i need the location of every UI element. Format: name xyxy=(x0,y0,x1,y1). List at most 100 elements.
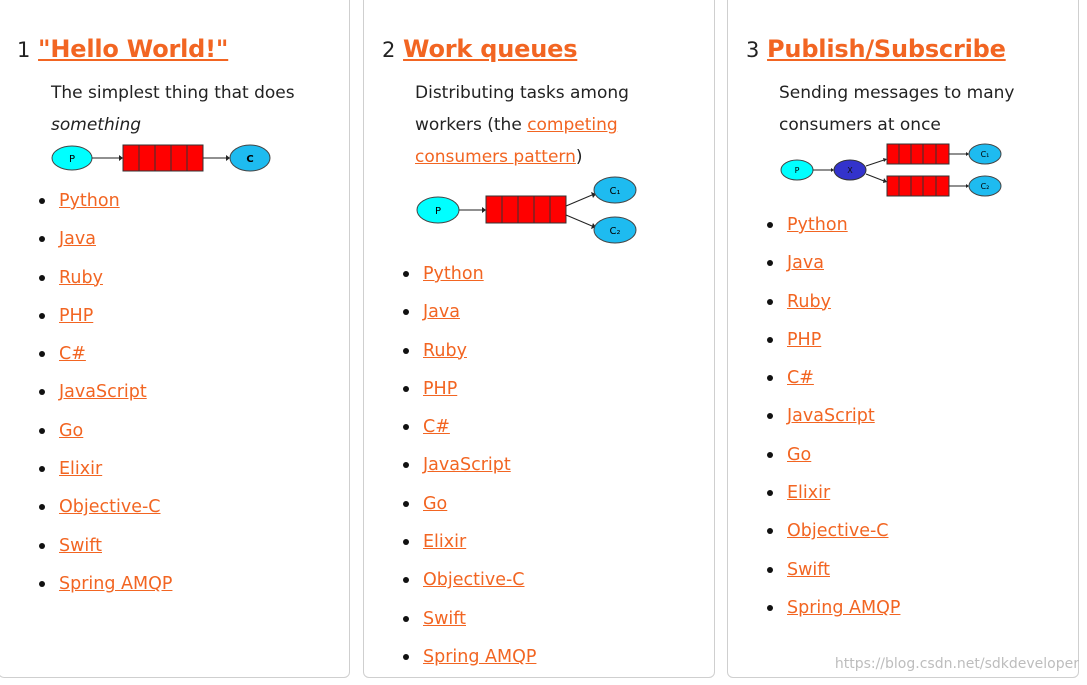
description-emphasis: something xyxy=(51,115,142,135)
language-link-objective-c[interactable]: Objective-C xyxy=(59,497,161,518)
language-link-objective-c[interactable]: Objective-C xyxy=(787,521,889,542)
language-link-python[interactable]: Python xyxy=(423,264,484,284)
language-link-php[interactable]: PHP xyxy=(59,305,94,326)
tutorial-description: Distributing tasks among workers (the co… xyxy=(415,77,705,173)
language-link-elixir[interactable]: Elixir xyxy=(787,483,831,504)
language-link-ruby[interactable]: Ruby xyxy=(423,340,467,361)
list-item: PHP xyxy=(766,329,900,368)
language-link-swift[interactable]: Swift xyxy=(423,608,466,629)
language-link-swift[interactable]: Swift xyxy=(787,559,830,580)
list-item: Elixir xyxy=(766,483,900,521)
consumer-label: C₂ xyxy=(610,226,621,237)
language-list: Python Java Ruby PHP C# JavaScript Go El… xyxy=(766,215,901,636)
language-link-python[interactable]: Python xyxy=(59,191,120,211)
list-item: JavaScript xyxy=(766,406,900,444)
list-item: C# xyxy=(38,344,172,382)
watermark-text: https://blog.csdn.net/sdkdeveloper xyxy=(834,656,1079,672)
tutorial-heading: 2 Work queues xyxy=(382,35,577,63)
language-link-spring-amqp[interactable]: Spring AMQP xyxy=(787,597,901,618)
competing-consumers-link[interactable]: consumers pattern xyxy=(415,147,576,167)
queue-node xyxy=(122,144,204,172)
language-link-swift[interactable]: Swift xyxy=(59,535,102,556)
tutorial-title-link[interactable]: Work queues xyxy=(403,35,578,63)
tutorial-number: 3 xyxy=(746,38,760,62)
exchange-node xyxy=(833,159,867,181)
hello-world-diagram: P C xyxy=(51,144,271,172)
tutorial-title-link[interactable]: Publish/Subscribe xyxy=(767,35,1006,63)
description-text: Distributing tasks among xyxy=(415,83,629,103)
list-item: Spring AMQP xyxy=(766,597,901,636)
consumer-node xyxy=(968,175,1002,197)
language-link-python[interactable]: Python xyxy=(787,215,848,235)
tutorial-title-link[interactable]: "Hello World!" xyxy=(38,35,229,63)
language-link-elixir[interactable]: Elixir xyxy=(423,532,467,553)
language-link-javascript[interactable]: JavaScript xyxy=(59,382,147,403)
list-item: Objective-C xyxy=(402,570,536,608)
queue-node xyxy=(485,195,567,224)
language-list: Python Java Ruby PHP C# JavaScript Go El… xyxy=(38,191,173,612)
list-item: Python xyxy=(766,215,900,253)
language-link-csharp[interactable]: C# xyxy=(787,368,814,389)
language-link-go[interactable]: Go xyxy=(787,444,812,465)
tutorial-number: 2 xyxy=(382,38,396,62)
work-queues-diagram: P C₁ C₂ xyxy=(416,176,637,244)
list-item: C# xyxy=(766,368,900,406)
list-item: Ruby xyxy=(38,267,172,306)
list-item: Ruby xyxy=(766,291,900,330)
language-link-javascript[interactable]: JavaScript xyxy=(787,406,875,427)
description-text: Sending messages to many xyxy=(779,83,1015,103)
list-item: Java xyxy=(38,229,172,267)
producer-label: P xyxy=(795,166,800,175)
queue-node xyxy=(886,175,950,197)
language-link-javascript[interactable]: JavaScript xyxy=(423,455,511,476)
language-list: Python Java Ruby PHP C# JavaScript Go El… xyxy=(402,264,537,685)
list-item: Python xyxy=(38,191,172,229)
tutorial-description: Sending messages to many consumers at on… xyxy=(779,77,1069,141)
competing-consumers-link[interactable]: competing xyxy=(527,115,618,135)
list-item: Java xyxy=(402,302,536,340)
queue-node xyxy=(886,143,950,165)
tutorial-number: 1 xyxy=(17,38,31,62)
language-link-csharp[interactable]: C# xyxy=(59,344,86,365)
list-item: C# xyxy=(402,417,536,455)
list-item: Spring AMQP xyxy=(402,646,537,685)
consumer-node xyxy=(593,176,637,204)
language-link-php[interactable]: PHP xyxy=(423,378,458,399)
language-link-ruby[interactable]: Ruby xyxy=(787,291,831,312)
list-item: Java xyxy=(766,253,900,291)
list-item: Objective-C xyxy=(766,521,900,559)
list-item: Swift xyxy=(402,608,536,647)
language-link-java[interactable]: Java xyxy=(59,229,96,250)
tutorial-heading: 3 Publish/Subscribe xyxy=(746,35,1006,63)
language-link-java[interactable]: Java xyxy=(423,302,460,323)
list-item: Ruby xyxy=(402,340,536,379)
language-link-go[interactable]: Go xyxy=(423,493,448,514)
tutorial-card-publish-subscribe: 3 Publish/Subscribe Sending messages to … xyxy=(727,0,1079,678)
tutorial-description: The simplest thing that does something xyxy=(51,77,331,141)
language-link-elixir[interactable]: Elixir xyxy=(59,459,103,480)
list-item: PHP xyxy=(402,378,536,417)
publish-subscribe-diagram: P X C₁ C₂ xyxy=(780,143,1002,197)
consumer-label: C₂ xyxy=(981,182,990,191)
language-link-go[interactable]: Go xyxy=(59,420,84,441)
exchange-label: X xyxy=(847,166,853,175)
description-text: ) xyxy=(575,147,583,167)
consumer-label: C₁ xyxy=(610,186,621,197)
language-link-ruby[interactable]: Ruby xyxy=(59,267,103,288)
list-item: Python xyxy=(402,264,536,302)
language-link-php[interactable]: PHP xyxy=(787,329,822,350)
list-item: JavaScript xyxy=(38,382,172,420)
language-link-spring-amqp[interactable]: Spring AMQP xyxy=(59,573,173,594)
list-item: Elixir xyxy=(402,532,536,570)
producer-label: P xyxy=(69,154,75,165)
language-link-csharp[interactable]: C# xyxy=(423,417,450,438)
description-text: consumers at once xyxy=(779,115,941,135)
list-item: JavaScript xyxy=(402,455,536,493)
language-link-java[interactable]: Java xyxy=(787,253,824,274)
list-item: PHP xyxy=(38,305,172,344)
language-link-objective-c[interactable]: Objective-C xyxy=(423,570,525,591)
tutorial-card-hello-world: 1 "Hello World!" The simplest thing that… xyxy=(0,0,350,678)
consumer-node xyxy=(229,144,271,172)
language-link-spring-amqp[interactable]: Spring AMQP xyxy=(423,646,537,667)
description-text: The simplest thing that does xyxy=(51,83,295,103)
